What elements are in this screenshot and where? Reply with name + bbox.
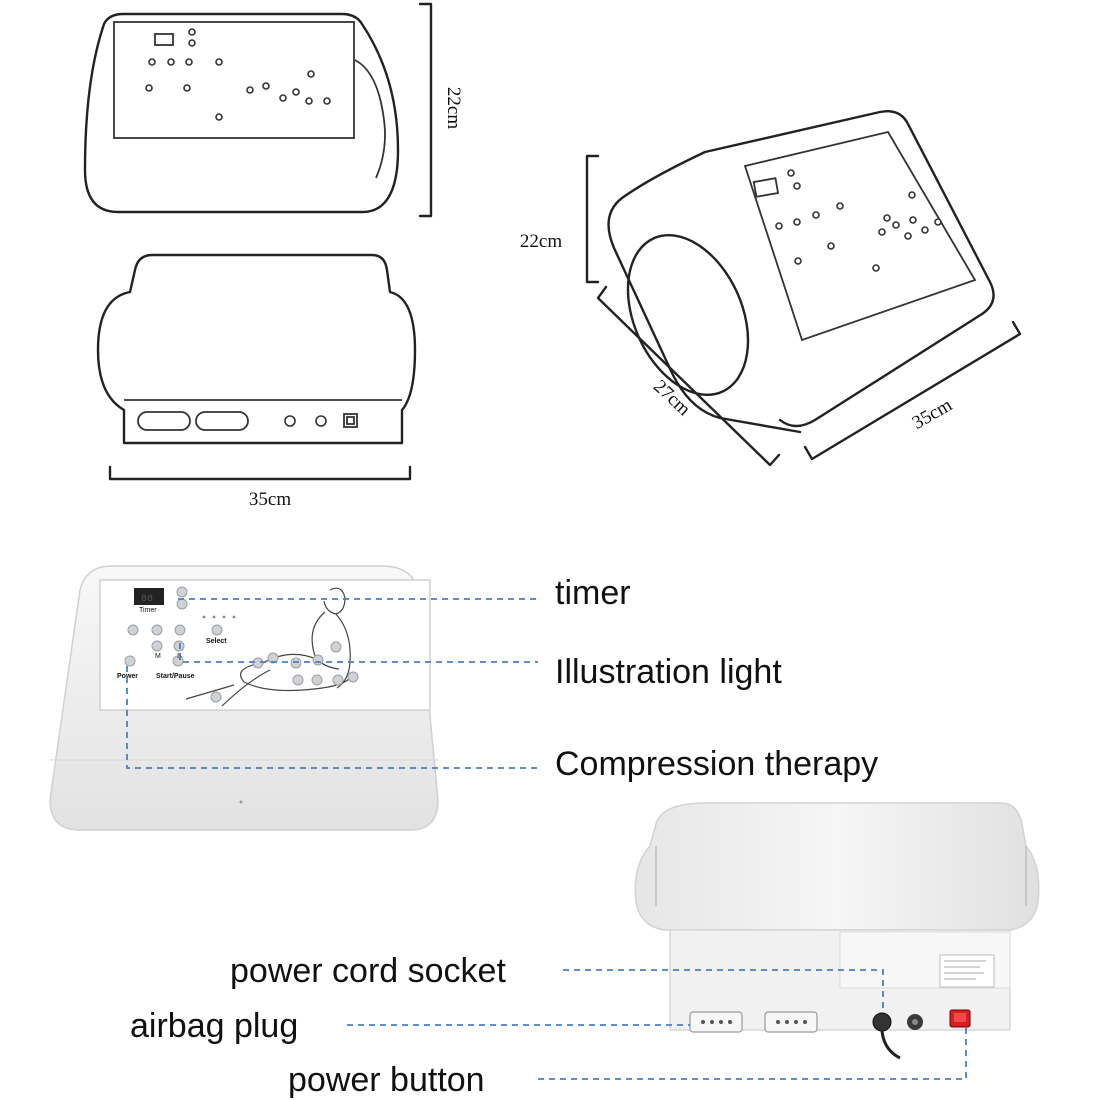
power-cord-socket [872, 1012, 892, 1032]
iso-height-label: 22cm [520, 231, 562, 252]
iso-height-dimension: 22cm [520, 154, 600, 284]
timer-panel-label: Timer [139, 607, 157, 614]
callout-power-cord-socket: power cord socket [230, 952, 506, 990]
front-width-dimension: 35cm [108, 465, 412, 510]
airbag-plug-2 [764, 1011, 818, 1033]
front-height-label: 22cm [443, 87, 464, 129]
callout-timer: timer [555, 574, 631, 612]
illustration-lights [210, 641, 359, 703]
panel-buttons [124, 586, 223, 667]
device-back-photo [634, 802, 1040, 1060]
mode-button-2[interactable] [151, 624, 163, 636]
iso-depth-label: 27cm [649, 376, 694, 420]
callout-compression-therapy: Compression therapy [555, 745, 878, 783]
front-view-holes [145, 28, 331, 121]
s-button[interactable] [173, 640, 185, 652]
front-height-dimension: 22cm [418, 2, 464, 218]
start-pause-panel-label: Start/Pause [156, 673, 195, 680]
svg-text:88: 88 [141, 594, 153, 605]
mode-button-3[interactable] [174, 624, 186, 636]
timer-down-button[interactable] [176, 598, 188, 610]
timer-up-button[interactable] [176, 586, 188, 598]
power-panel-button[interactable] [124, 655, 136, 667]
callout-power-button: power button [288, 1061, 485, 1099]
front-view-drawing [83, 12, 400, 214]
spec-label [939, 954, 995, 988]
callout-illustration-light: Illustration light [555, 653, 782, 691]
device-front-photo: 88 Timer M S Select Power Start/Pause [49, 565, 439, 831]
isometric-view-holes [775, 169, 942, 272]
bottom-leader-lines [347, 969, 967, 1080]
rear-view-drawing [96, 253, 417, 445]
power-panel-label: Power [117, 673, 138, 680]
m-label: M [155, 653, 161, 660]
airbag-plug-1 [689, 1011, 743, 1033]
front-width-label: 35cm [249, 489, 291, 510]
isometric-view-drawing [607, 110, 995, 434]
iso-width-label: 35cm [909, 394, 956, 433]
mode-button-1[interactable] [127, 624, 139, 636]
select-button[interactable] [211, 624, 223, 636]
top-leader-lines [126, 598, 538, 769]
iso-width-dimension: 35cm [803, 320, 1022, 461]
mode-indicator-dots [202, 615, 236, 619]
timer-display [134, 588, 164, 605]
select-panel-label: Select [206, 638, 227, 645]
m-button[interactable] [151, 640, 163, 652]
callout-airbag-plug: airbag plug [130, 1007, 298, 1045]
iso-depth-dimension: 27cm [596, 285, 781, 467]
